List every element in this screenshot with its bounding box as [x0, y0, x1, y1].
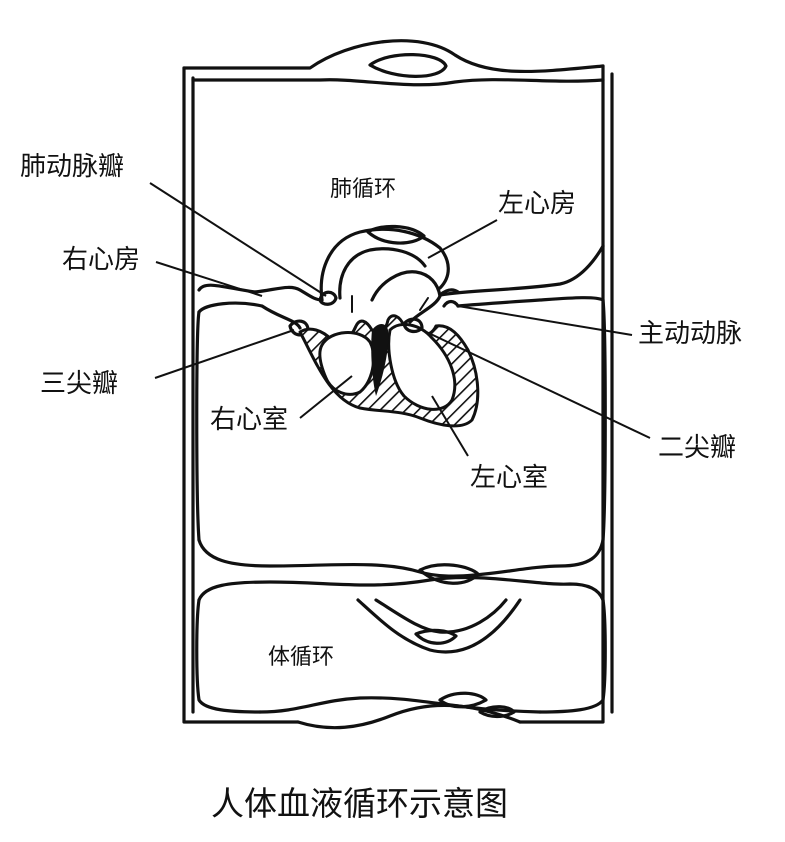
- label-pulmonary-valve: 肺动脉瓣: [20, 152, 124, 182]
- label-left-ventricle: 左心室: [470, 463, 548, 493]
- leader-right-ventricle: [299, 375, 353, 419]
- vessel-frame: [182, 39, 614, 724]
- leader-pulmonary-valve: [149, 182, 327, 297]
- leader-tricuspid-valve: [154, 329, 295, 379]
- label-right-ventricle: 右心室: [210, 405, 288, 435]
- top-capillary: [368, 53, 448, 78]
- middle-capillary: [197, 538, 605, 654]
- label-pulmonary-circulation: 肺循环: [330, 177, 396, 202]
- leader-mitral-valve: [417, 327, 651, 439]
- leader-left-ventricle: [431, 395, 469, 457]
- label-left-atrium: 左心房: [498, 189, 576, 219]
- leader-lines: [149, 182, 651, 457]
- label-aorta: 主动动脉: [638, 319, 742, 349]
- label-mitral-valve: 二尖瓣: [658, 433, 736, 463]
- leader-right-atrium: [155, 261, 263, 297]
- label-right-atrium: 右心房: [62, 245, 140, 275]
- label-tricuspid-valve: 三尖瓣: [40, 369, 118, 399]
- diagram-title: 人体血液循环示意图: [211, 784, 508, 823]
- label-systemic-circulation: 体循环: [268, 645, 334, 670]
- leader-left-atrium: [427, 219, 498, 259]
- systemic-loop: [195, 598, 607, 730]
- heart: [253, 224, 480, 428]
- leader-aorta: [457, 305, 633, 336]
